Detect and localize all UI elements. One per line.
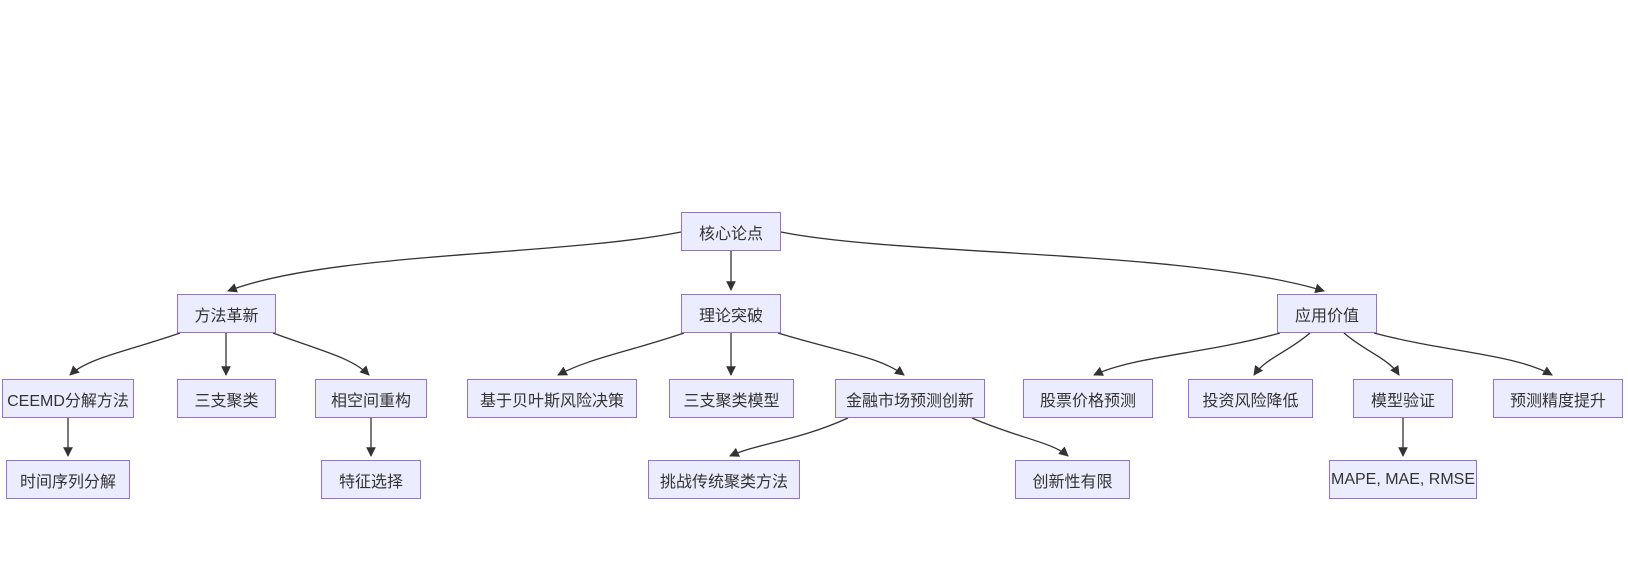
node-application-value: 应用价值: [1277, 294, 1377, 333]
node-three-way-clustering: 三支聚类: [177, 379, 276, 418]
edge-root-value: [780, 231, 1325, 294]
edge-value-accuracy: [1373, 332, 1553, 376]
edge-theory-fininnov: [777, 332, 905, 376]
node-label: 特征选择: [338, 473, 403, 491]
node-label: 三支聚类: [194, 392, 259, 410]
node-label: 投资风险降低: [1202, 392, 1299, 410]
node-time-series-decomposition: 时间序列分解: [6, 460, 130, 499]
node-label: CEEMD分解方法: [7, 392, 129, 410]
node-method-innovation: 方法革新: [177, 294, 276, 333]
node-financial-market-forecast-innovation: 金融市场预测创新: [835, 379, 985, 418]
node-label: MAPE, MAE, RMSE: [1330, 470, 1476, 488]
node-prediction-accuracy-improvement: 预测精度提升: [1493, 379, 1623, 418]
node-bayesian-risk-decision: 基于贝叶斯风险决策: [467, 379, 637, 418]
node-evaluation-metrics: MAPE, MAE, RMSE: [1329, 460, 1477, 499]
node-phase-space-reconstruction: 相空间重构: [315, 379, 427, 418]
edge-theory-bayes: [557, 332, 685, 376]
edge-fininnov-challenge: [729, 417, 849, 457]
edge-root-method: [227, 231, 682, 293]
node-investment-risk-reduction: 投资风险降低: [1188, 379, 1313, 418]
node-ceemd-decomposition: CEEMD分解方法: [2, 379, 134, 418]
node-challenge-traditional-clustering: 挑战传统聚类方法: [648, 460, 800, 499]
edge-method-ceemd: [69, 332, 181, 376]
node-three-way-clustering-model: 三支聚类模型: [669, 379, 794, 418]
node-limited-innovation: 创新性有限: [1015, 460, 1130, 499]
edge-fininnov-limited: [971, 417, 1069, 457]
node-label: 核心论点: [698, 225, 763, 243]
node-label: 理论突破: [698, 307, 763, 325]
edge-method-phase: [272, 332, 370, 376]
node-label: 模型验证: [1370, 392, 1435, 410]
node-label: 股票价格预测: [1039, 392, 1136, 410]
node-stock-price-prediction: 股票价格预测: [1023, 379, 1153, 418]
node-label: 三支聚类模型: [683, 392, 780, 410]
edge-value-risk: [1253, 332, 1311, 376]
node-label: 相空间重构: [330, 392, 411, 410]
node-label: 预测精度提升: [1509, 392, 1606, 410]
node-label: 基于贝叶斯风险决策: [479, 392, 624, 410]
node-label: 方法革新: [194, 307, 259, 325]
edge-value-stock: [1093, 332, 1281, 376]
node-theoretical-breakthrough: 理论突破: [681, 294, 781, 333]
node-label: 挑战传统聚类方法: [659, 473, 788, 491]
node-feature-selection: 特征选择: [321, 460, 421, 499]
node-core-thesis: 核心论点: [681, 212, 781, 251]
node-model-validation: 模型验证: [1353, 379, 1453, 418]
edge-value-modelvalid: [1343, 332, 1400, 376]
node-label: 应用价值: [1294, 307, 1359, 325]
node-label: 时间序列分解: [19, 473, 116, 491]
node-label: 金融市场预测创新: [845, 392, 974, 410]
node-label: 创新性有限: [1032, 473, 1113, 491]
